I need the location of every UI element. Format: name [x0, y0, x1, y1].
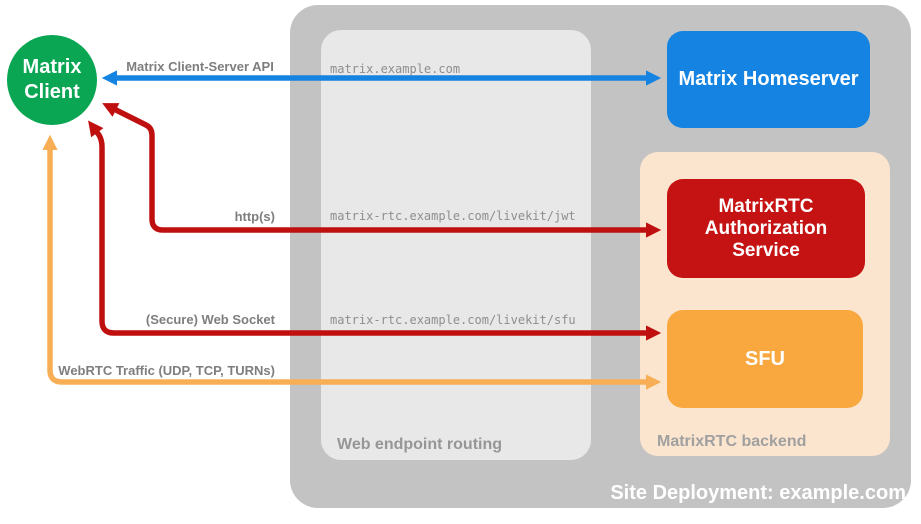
- edge-label-webrtc: WebRTC Traffic (UDP, TCP, TURNs): [58, 363, 275, 378]
- edge-label-websocket: (Secure) Web Socket: [145, 312, 275, 327]
- route-url-matrix: matrix.example.com: [330, 62, 461, 76]
- sfu-node: SFU: [667, 310, 863, 408]
- route-url-livekit-sfu: matrix-rtc.example.com/livekit/sfu: [330, 313, 576, 327]
- route-url-livekit-jwt: matrix-rtc.example.com/livekit/jwt: [330, 209, 576, 223]
- edge-label-https: http(s): [234, 209, 275, 224]
- sfu-label: SFU: [745, 347, 785, 370]
- web-endpoint-routing-panel: [321, 30, 591, 460]
- matrix-homeserver-label: Matrix Homeserver: [678, 68, 859, 90]
- site-deployment-caption: Site Deployment: example.com: [610, 482, 906, 504]
- web-endpoint-routing-caption: Web endpoint routing: [337, 436, 503, 453]
- edge-label-client-server-api: Matrix Client-Server API: [126, 59, 274, 74]
- matrixrtc-authorization-service-node: MatrixRTC Authorization Service: [667, 179, 865, 278]
- matrixrtc-backend-caption: MatrixRTC backend: [657, 433, 807, 450]
- matrix-client-node: Matrix Client: [7, 35, 97, 125]
- matrixrtc-authorization-service-label: MatrixRTC Authorization Service: [704, 195, 828, 261]
- matrix-homeserver-node: Matrix Homeserver: [667, 31, 870, 128]
- matrix-client-label: Matrix Client: [22, 56, 82, 103]
